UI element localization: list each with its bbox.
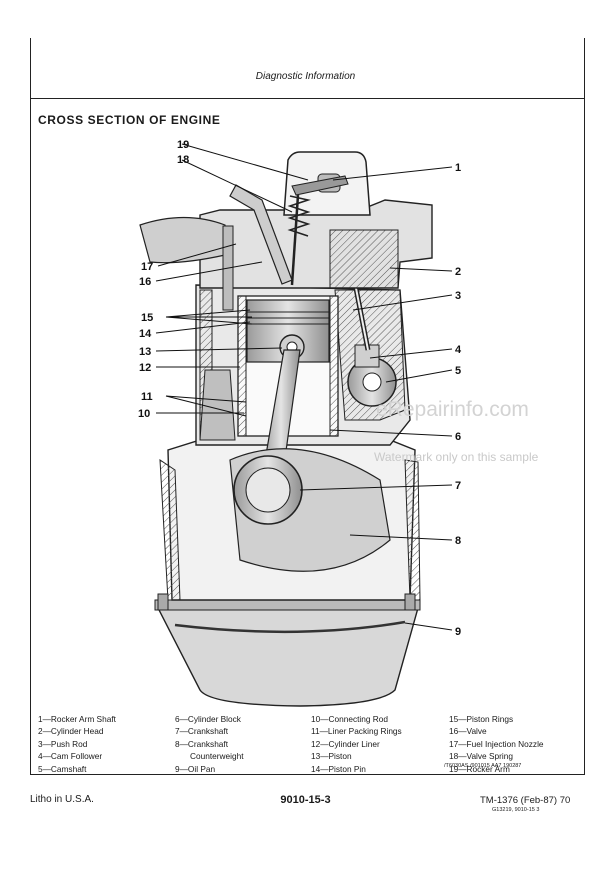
legend-item: 16—Valve <box>449 726 487 737</box>
crankcase-wall-right <box>404 459 421 601</box>
legend-item: 4—Cam Follower <box>38 751 103 762</box>
watermark-sub: Watermark only on this sample <box>374 450 539 464</box>
callout-17: 17 <box>141 261 153 273</box>
liner-wall-left <box>237 295 247 437</box>
callout-15: 15 <box>141 312 153 324</box>
watermark-main: eRepairinfo.com <box>376 398 529 421</box>
fuel-injector <box>229 184 293 285</box>
valve-stem <box>290 194 300 286</box>
legend-item: 11—Liner Packing Rings <box>311 726 402 737</box>
top-rule-right <box>584 38 585 98</box>
page-title: CROSS SECTION OF ENGINE <box>38 113 221 127</box>
callout-18: 18 <box>177 154 189 166</box>
callout-1: 1 <box>455 162 461 174</box>
callout-9: 9 <box>455 626 461 638</box>
callout-6: 6 <box>455 431 461 443</box>
callout-12: 12 <box>139 362 151 374</box>
legend-item: 19—Rocker Arm <box>449 763 510 774</box>
crankcase-wall-left <box>159 459 181 601</box>
rocker-arm <box>291 175 349 196</box>
legend-column-3: 10—Connecting Rod 11—Liner Packing Rings… <box>311 713 402 775</box>
engine-cross-section-diagram: 1 2 3 4 5 6 7 8 9 10 11 12 13 14 15 16 1… <box>138 139 462 707</box>
footer-litho: Litho in U.S.A. <box>30 794 94 805</box>
head-section-hatch <box>329 229 399 289</box>
callout-3: 3 <box>455 290 461 302</box>
callout-10: 10 <box>138 408 150 420</box>
header-section-title: Diagnostic Information <box>255 71 356 82</box>
legend-item: 3—Push Rod <box>38 738 88 749</box>
legend-item: 13—Piston <box>311 751 352 762</box>
callout-14: 14 <box>139 328 152 340</box>
callout-7: 7 <box>455 480 461 492</box>
legend-item: 14—Piston Pin <box>311 763 366 774</box>
legend-item: 15—Piston Rings <box>449 714 514 724</box>
legend-column-2: 6—Cylinder Block 7—Crankshaft 8—Cranksha… <box>175 713 244 775</box>
leader-lines <box>155 143 453 631</box>
footer-code: G13219, 9010-15 3 <box>492 807 540 813</box>
intake-manifold <box>139 216 226 264</box>
legend-item: 1—Rocker Arm Shaft <box>38 714 116 724</box>
legend-item: 6—Cylinder Block <box>175 714 241 724</box>
oil-pan-flange <box>154 599 421 611</box>
callout-8: 8 <box>455 535 461 547</box>
footer-manual-id: TM-1376 (Feb-87) 70 <box>480 795 571 806</box>
legend-item: Counterweight <box>190 751 244 762</box>
legend-column-4: 15—Piston Rings 16—Valve 17—Fuel Injecti… <box>449 713 544 775</box>
top-rule-left <box>30 38 31 98</box>
content-frame <box>30 98 585 775</box>
legend-item: 8—Crankshaft <box>175 738 229 749</box>
block-left-side <box>199 369 236 441</box>
callout-19: 19 <box>177 139 189 151</box>
liner-wall-right <box>329 295 339 437</box>
callout-16: 16 <box>139 276 151 288</box>
footer-page-number: 9010-15-3 <box>280 794 331 806</box>
callout-5: 5 <box>455 365 461 377</box>
callout-2: 2 <box>455 266 461 278</box>
legend-item: 5—Camshaft <box>38 763 87 774</box>
valve-spring <box>287 195 311 237</box>
pan-bolt-right <box>404 593 416 611</box>
legend-item: 17—Fuel Injection Nozzle <box>449 738 544 749</box>
callout-4: 4 <box>455 344 462 356</box>
legend-item: 9—Oil Pan <box>175 763 216 774</box>
legend-column-1: 1—Rocker Arm Shaft 2—Cylinder Head 3—Pus… <box>38 713 116 775</box>
legend-item: 18—Valve Spring <box>449 751 513 762</box>
legend-item: 2—Cylinder Head <box>38 726 104 737</box>
legend-item: 7—Crankshaft <box>175 726 229 737</box>
oil-pan <box>156 607 419 707</box>
figure-id: /T6030AS /901015 AA7 190287 <box>444 763 522 769</box>
oil-level <box>174 620 406 634</box>
callout-11: 11 <box>141 391 153 403</box>
pan-bolt-left <box>157 593 169 611</box>
callout-13: 13 <box>139 346 151 358</box>
legend-item: 12—Cylinder Liner <box>311 738 380 749</box>
legend-item: 10—Connecting Rod <box>311 714 389 724</box>
